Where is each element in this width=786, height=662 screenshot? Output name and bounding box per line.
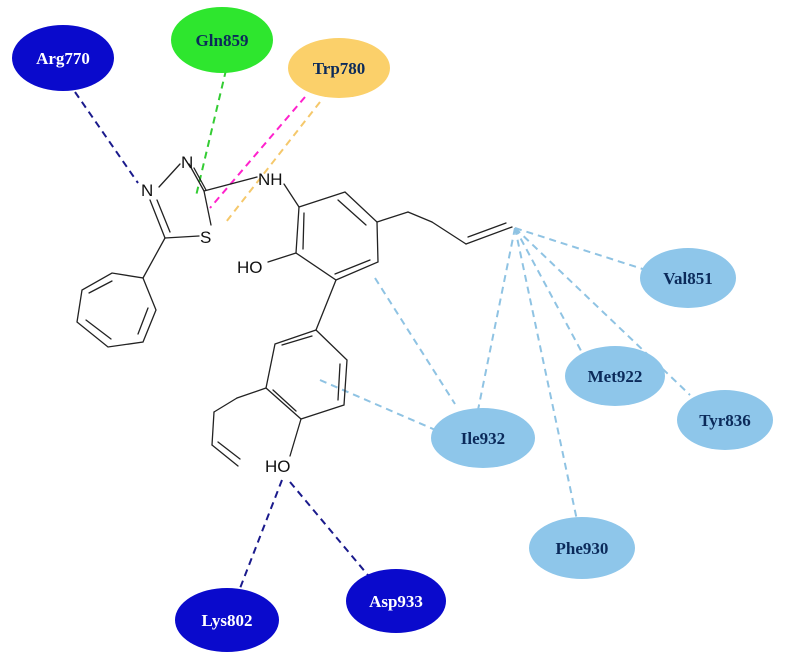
atom-oh-lower: HO: [265, 457, 291, 476]
hydrophobic-ile932-ring1: [374, 277, 456, 405]
svg-text:Met922: Met922: [588, 367, 643, 386]
svg-text:Trp780: Trp780: [313, 59, 366, 78]
residue-asp933: Asp933: [346, 569, 446, 633]
residue-lys802: Lys802: [175, 588, 279, 652]
svg-text:Asp933: Asp933: [369, 592, 423, 611]
svg-text:Arg770: Arg770: [36, 49, 90, 68]
residue-ile932: Ile932: [431, 408, 535, 468]
residue-arg770: Arg770: [12, 25, 114, 91]
svg-text:Tyr836: Tyr836: [699, 411, 751, 430]
atom-oh-upper: HO: [237, 258, 263, 277]
svg-text:Phe930: Phe930: [556, 539, 609, 558]
atom-nh: NH: [258, 170, 283, 189]
svg-text:Gln859: Gln859: [196, 31, 249, 50]
hydrophobic-phe930: [514, 227, 579, 526]
atom-n-upper: N: [181, 153, 193, 172]
svg-text:Ile932: Ile932: [461, 429, 505, 448]
hydrophobic-met922: [514, 227, 587, 361]
residue-met922: Met922: [565, 346, 665, 406]
interaction-lines: [74, 69, 691, 597]
vdw-gln859: [195, 69, 227, 197]
hydrophobic-tyr836: [514, 227, 691, 396]
residue-phe930: Phe930: [529, 517, 635, 579]
residue-val851: Val851: [640, 248, 736, 308]
residue-gln859: Gln859: [171, 7, 273, 73]
hydrophobic-ile932-allyl: [477, 227, 516, 411]
atom-labels: N N S NH HO HO: [141, 153, 291, 476]
hbond-asp933: [289, 481, 373, 581]
hydrophobic-ile932-ring2: [319, 379, 441, 433]
residue-trp780: Trp780: [288, 38, 390, 98]
hbond-lys802: [236, 479, 283, 597]
pi-sulfur-trp780: [225, 101, 321, 223]
svg-text:Lys802: Lys802: [201, 611, 252, 630]
atom-s: S: [200, 228, 211, 247]
atom-n-left: N: [141, 181, 153, 200]
svg-text:Val851: Val851: [663, 269, 712, 288]
ligand-structure: [76, 163, 513, 467]
residue-tyr836: Tyr836: [677, 390, 773, 450]
hbond-arg770: [74, 91, 139, 184]
pi-pi-trp780: [209, 96, 306, 209]
